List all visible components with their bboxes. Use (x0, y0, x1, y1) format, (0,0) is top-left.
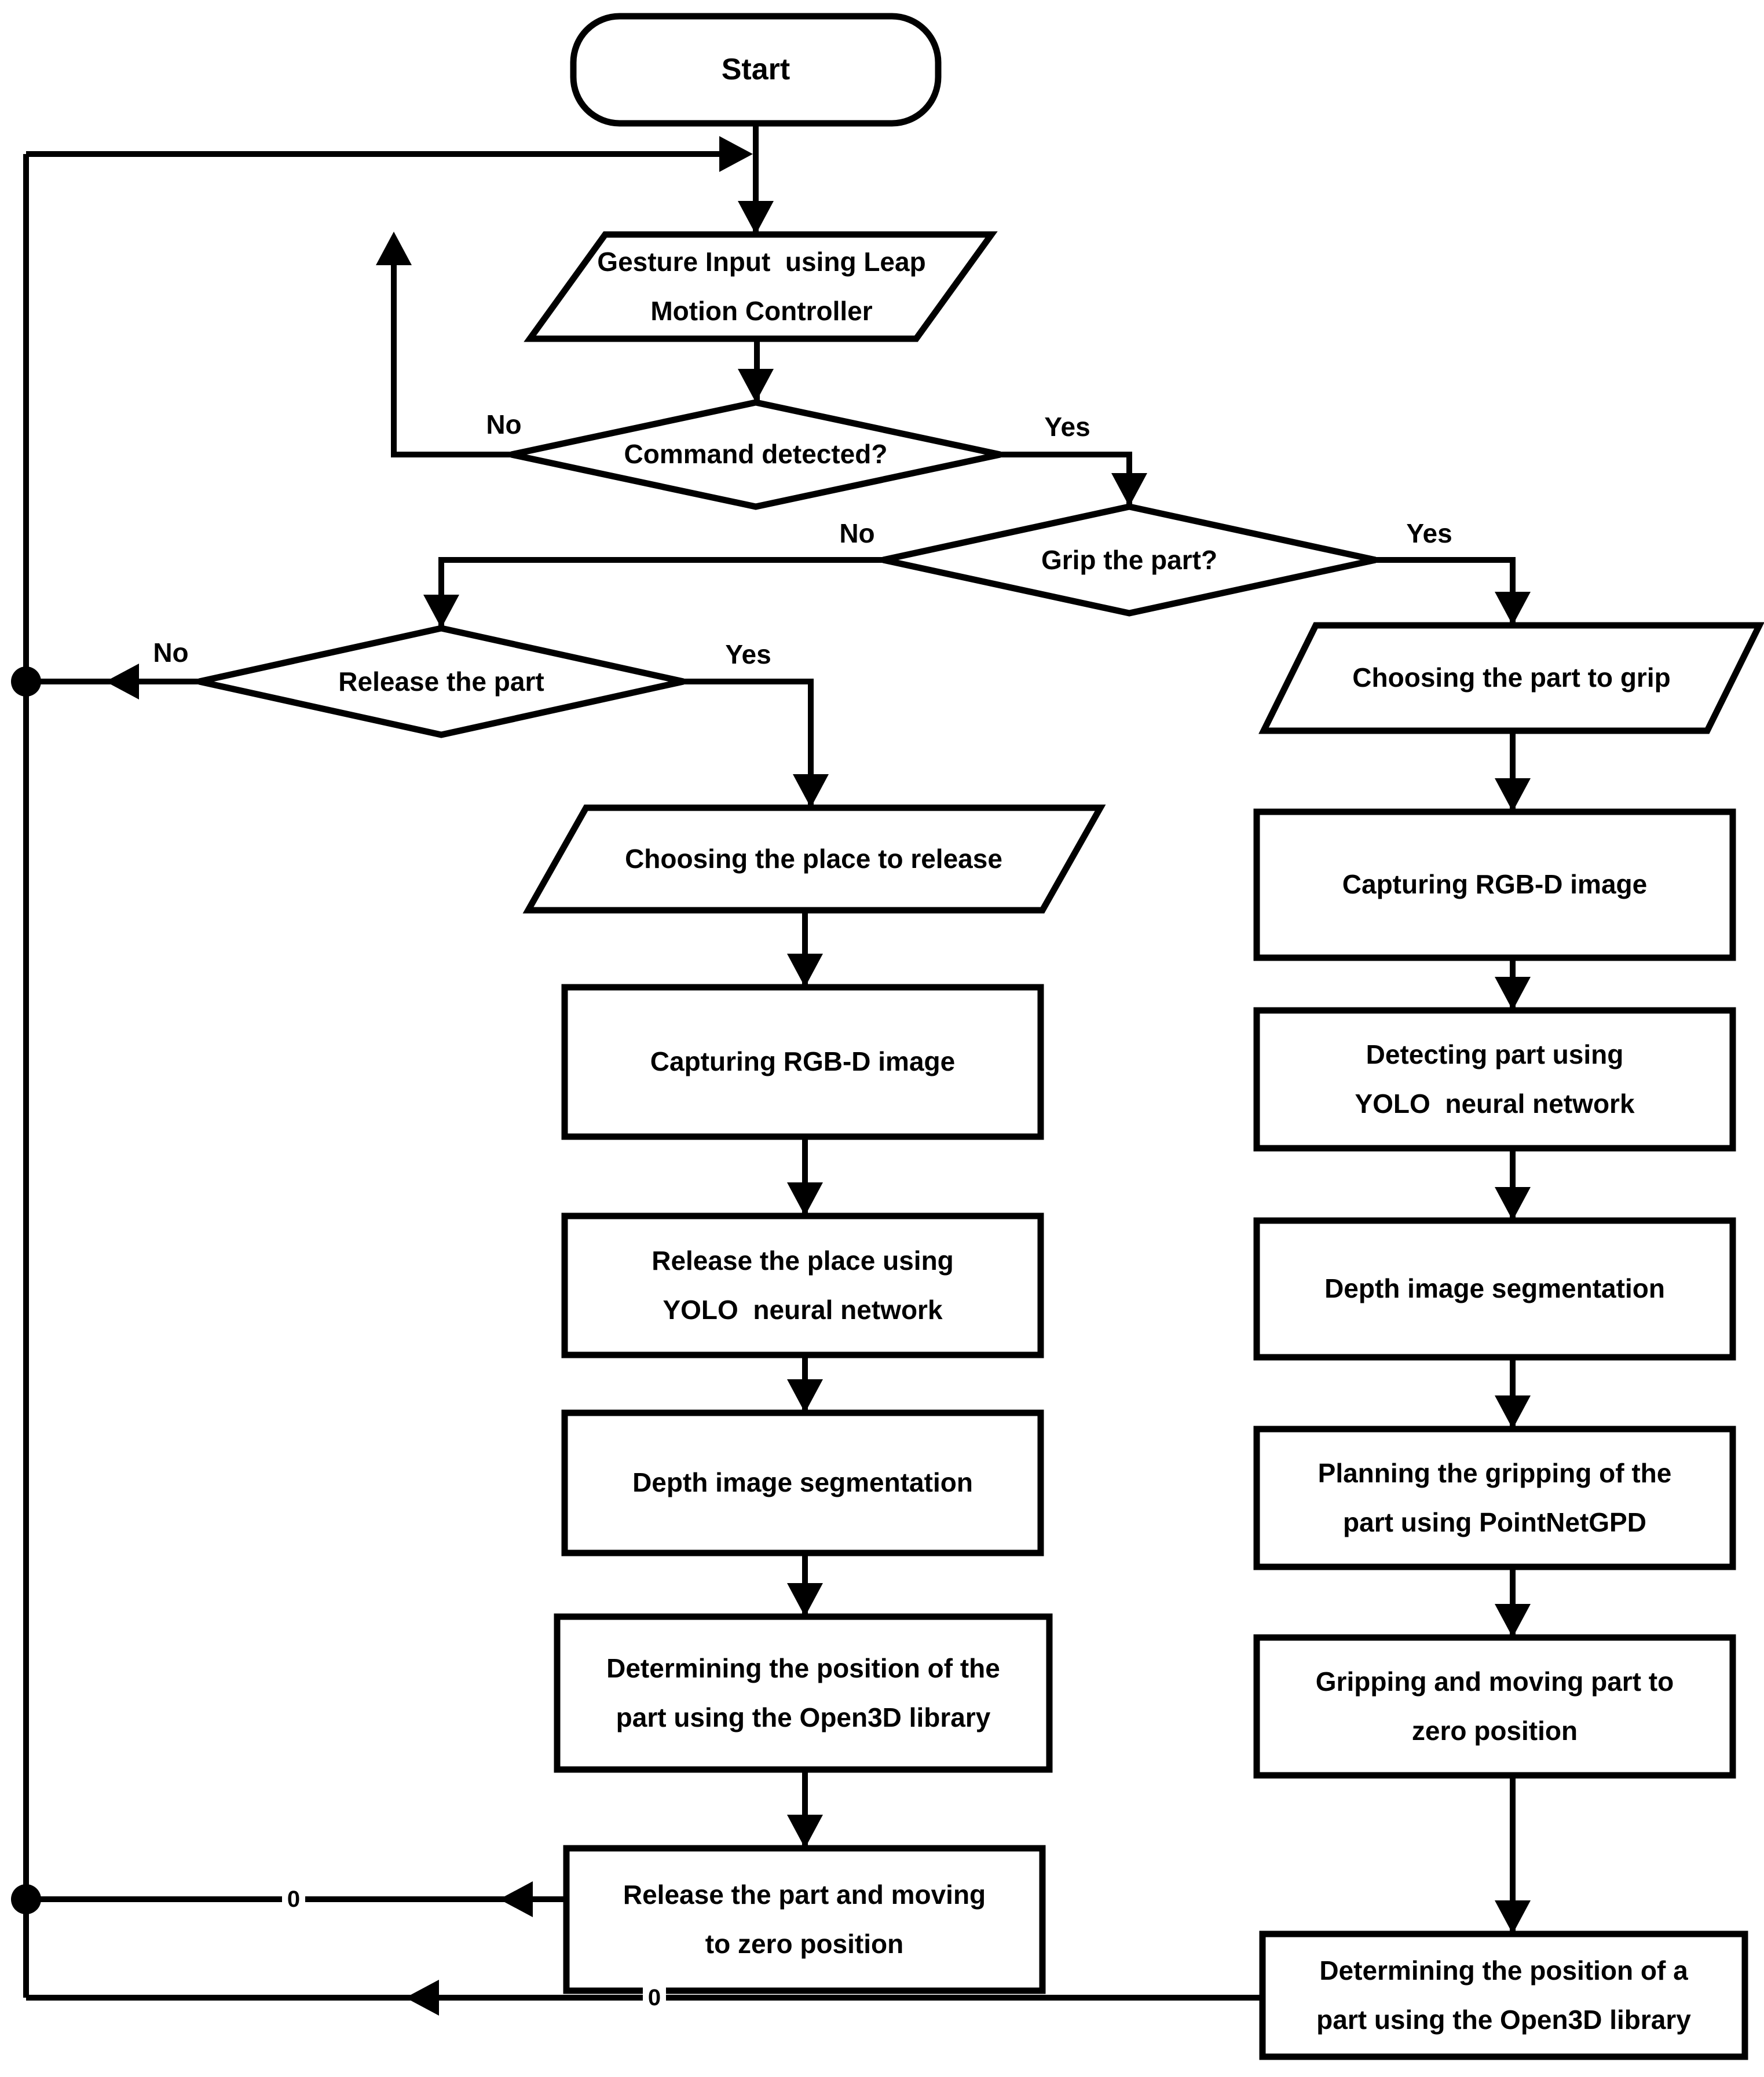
edge-command-no (391, 263, 511, 457)
arrow-left-release-no-icon (105, 664, 139, 699)
arrow-down-into-release-icon (423, 595, 459, 628)
edge-command-yes (1000, 452, 1132, 507)
grip-the-part-decision-shape (882, 503, 1377, 617)
arrow-down-rcol-4-icon (1495, 1395, 1531, 1429)
command-detected-decision-shape (510, 399, 1001, 510)
arrow-down-rcol-3-icon (1495, 1187, 1531, 1221)
arrow-down-into-choose-release-icon (793, 774, 829, 808)
arrow-down-into-command-icon (738, 369, 774, 402)
arrow-down-lcol-4-icon (787, 1583, 823, 1617)
arrow-down-lcol-3-icon (787, 1379, 823, 1413)
right-depth-seg-shape (1253, 1217, 1736, 1361)
arrow-up-command-no-icon (376, 232, 412, 265)
release-the-part-decision-shape (198, 625, 685, 738)
left-depth-seg-shape (561, 1409, 1044, 1556)
right-capture-rgbd-shape (1253, 808, 1736, 961)
left-open3d-shape (554, 1613, 1053, 1773)
arrow-down-lcol-1-icon (787, 954, 823, 987)
choose-release-place-node-shape (522, 804, 1106, 914)
arrow-down-lcol-2-icon (787, 1182, 823, 1216)
junction-dot-release-move-icon (11, 1884, 41, 1914)
right-grip-move-shape (1253, 1634, 1736, 1779)
edge-grip-no (438, 557, 883, 628)
edge-release-yes (683, 679, 814, 808)
gesture-input-node-shape (524, 231, 998, 342)
arrow-down-into-grip-icon (1111, 473, 1147, 507)
left-capture-rgbd-shape (561, 984, 1044, 1140)
arrow-down-rcol-1-icon (1495, 778, 1531, 812)
arrow-left-open3d-return-icon (405, 1980, 439, 2016)
left-release-yolo-shape (561, 1213, 1044, 1358)
choose-grip-part-node-shape (1258, 622, 1764, 734)
right-plan-gpd-shape (1253, 1426, 1736, 1570)
right-open3d-shape (1259, 1931, 1748, 2060)
start-node-shape (570, 13, 942, 127)
arrow-down-rcol-5-icon (1495, 1604, 1531, 1638)
edge-grip-yes (1375, 557, 1516, 625)
arrow-left-release-move-return-icon (499, 1881, 533, 1917)
arrow-right-into-main-line-icon (719, 136, 753, 172)
arrow-down-into-choose-grip-icon (1495, 592, 1531, 625)
junction-dot-release-no-icon (11, 666, 41, 697)
arrow-down-rcol-6-icon (1495, 1900, 1531, 1934)
arrow-down-into-gesture-icon (738, 201, 774, 235)
left-release-move-shape (563, 1845, 1046, 1994)
arrow-down-rcol-2-icon (1495, 977, 1531, 1010)
arrow-down-lcol-5-icon (787, 1815, 823, 1848)
right-detect-yolo-shape (1253, 1007, 1736, 1152)
